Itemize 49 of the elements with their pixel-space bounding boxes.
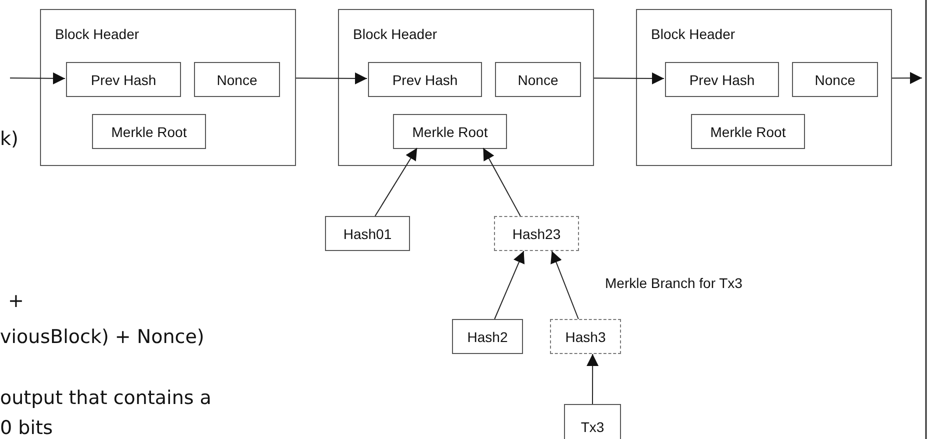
branch-label: Merkle Branch for Tx3 — [605, 275, 742, 291]
hash-box — [550, 319, 621, 354]
box-label: Hash2 — [467, 328, 508, 344]
box-label: Merkle Root — [111, 124, 187, 140]
field-box — [393, 114, 507, 149]
box-label: Merkle Root — [412, 124, 488, 140]
field-box — [665, 62, 779, 97]
field-box — [92, 114, 206, 149]
field-box — [66, 62, 181, 97]
block-header-box — [338, 9, 594, 166]
box-label: Prev Hash — [392, 72, 458, 88]
caption-fragment: k) — [0, 128, 18, 150]
box-label: Nonce — [518, 72, 558, 88]
field-box — [691, 114, 805, 149]
box-label: Prev Hash — [90, 72, 156, 88]
formula-text: viousBlock) + Nonce) — [0, 326, 204, 348]
hash-box — [564, 404, 621, 439]
arrow — [892, 72, 922, 84]
arrow — [594, 72, 664, 84]
arrow — [482, 148, 521, 216]
arrow — [586, 354, 599, 404]
box-label: Nonce — [216, 72, 258, 88]
hash-box — [325, 216, 410, 251]
box-label: Hash23 — [512, 226, 561, 242]
block-header-box — [636, 9, 892, 166]
block-header-box — [40, 9, 296, 166]
box-label: Hash3 — [565, 328, 606, 344]
caption-fragment: output that contains a — [0, 387, 212, 409]
arrow — [10, 72, 66, 84]
arrow — [550, 250, 579, 320]
box-label: Nonce — [814, 72, 856, 88]
arrow — [494, 250, 525, 320]
field-box — [194, 62, 280, 97]
block-title: Block Header — [353, 26, 438, 42]
block-title: Block Header — [651, 26, 736, 42]
box-label: Hash01 — [343, 226, 392, 242]
box-label: Prev Hash — [689, 72, 755, 88]
hash-box — [494, 216, 579, 251]
field-box — [792, 62, 878, 97]
arrow — [374, 148, 418, 216]
arrow — [296, 72, 368, 84]
field-box — [495, 62, 581, 97]
block-title: Block Header — [55, 26, 140, 42]
caption-fragment: + — [8, 290, 24, 312]
caption-fragment: 0 bits — [0, 417, 53, 439]
field-box — [368, 62, 482, 97]
box-label: Tx3 — [580, 418, 604, 434]
box-label: Merkle Root — [710, 124, 786, 140]
hash-box — [452, 319, 523, 354]
